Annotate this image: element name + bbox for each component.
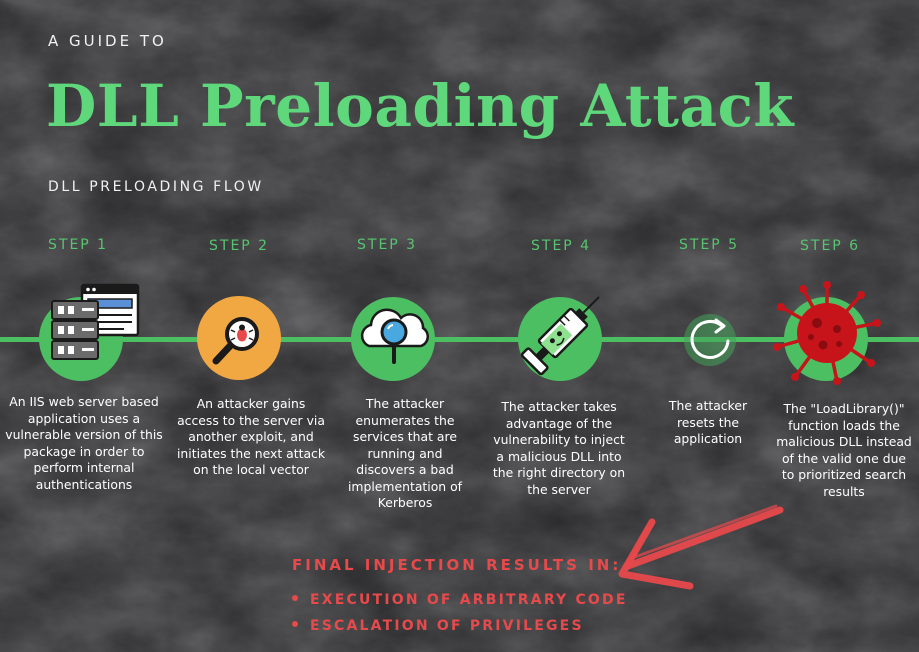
page-title: DLL Preloading Attack (46, 72, 795, 140)
step-1-label: STEP 1 (48, 237, 109, 253)
step-4-label: STEP 4 (531, 238, 592, 254)
bullet-dot (292, 621, 298, 627)
flow-subtitle: DLL PRELOADING FLOW (48, 179, 264, 195)
step-5-label: STEP 5 (679, 237, 740, 253)
syringe-icon (520, 296, 600, 376)
reset-icon (690, 318, 730, 359)
result-item-arbitrary-code: EXECUTION OF ARBITRARY CODE (292, 592, 628, 608)
step-3-label: STEP 3 (357, 237, 418, 253)
virus-icon (773, 281, 881, 385)
result-item-label: EXECUTION OF ARBITRARY CODE (310, 592, 628, 608)
server-window-icon (51, 283, 140, 360)
step-6-label: STEP 6 (800, 238, 861, 254)
final-results-heading: FINAL INJECTION RESULTS IN: (292, 556, 622, 574)
guide-kicker: A GUIDE TO (48, 32, 167, 50)
step-2-label: STEP 2 (209, 238, 270, 254)
step-1-description: An IIS web server based application uses… (5, 394, 163, 492)
red-arrow-graphic (618, 504, 784, 590)
timeline-line (0, 337, 919, 342)
step-2-description: An attacker gains access to the server v… (176, 396, 326, 477)
step-5-description: The attacker resets the application (668, 398, 748, 446)
step-3-description: The attacker enumerates the services tha… (347, 396, 463, 510)
step-6-description: The "LoadLibrary()" function loads the m… (776, 401, 912, 499)
result-item-label: ESCALATION OF PRIVILEGES (310, 618, 584, 634)
bug-magnifier-icon (212, 317, 259, 365)
bullet-dot (292, 595, 298, 601)
step-4-description: The attacker takes advantage of the vuln… (492, 399, 626, 497)
cloud-search-icon (360, 308, 430, 364)
result-item-privilege-escalation: ESCALATION OF PRIVILEGES (292, 618, 584, 634)
